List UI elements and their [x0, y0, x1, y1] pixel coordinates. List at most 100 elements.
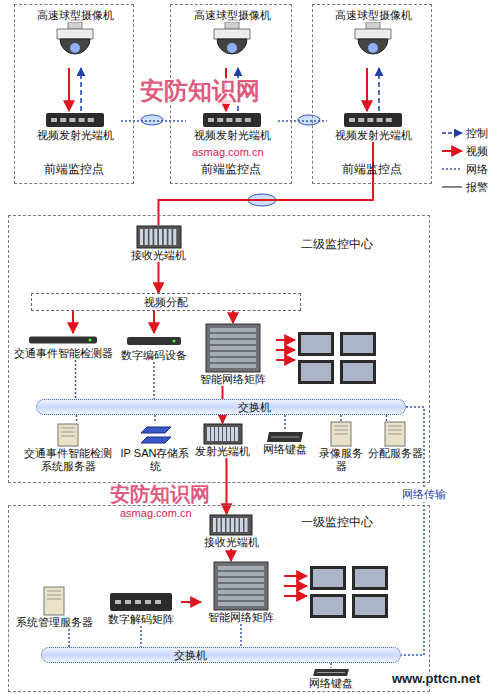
watermark: asmag.com.cn	[120, 507, 192, 519]
legend-samples	[442, 133, 462, 187]
detection-server: 交通事件智能检测系统服务器	[19, 423, 117, 473]
device-label: 交通事件智能检测器	[14, 347, 113, 360]
flat-icon	[28, 333, 98, 347]
network-keyboard: 网络键盘	[301, 668, 361, 690]
connector	[181, 601, 201, 603]
monitor-wall	[310, 566, 388, 618]
watermark: asmag.com.cn	[192, 146, 264, 158]
rack-icon	[213, 561, 269, 611]
device-label: 视频发射光端机	[335, 129, 412, 142]
optic-icon	[45, 111, 105, 129]
network-matrix: 智能网络矩阵	[193, 323, 273, 386]
device-label: 发射光端机	[195, 445, 250, 458]
connector	[237, 68, 239, 111]
server-icon	[327, 421, 355, 447]
device-label: 系统管理服务器	[16, 616, 93, 629]
distribution-server: 分配服务器	[367, 421, 423, 460]
digital-encoder: 数字编码设备	[119, 333, 189, 362]
network-switch-bar: 交换机	[41, 647, 401, 663]
connector	[340, 415, 342, 421]
connector	[72, 311, 74, 333]
ip-san-storage: IP SAN存储系统	[117, 423, 193, 473]
connector	[278, 120, 327, 122]
device-label: 交通事件智能检测系统服务器	[19, 447, 117, 473]
device-label: 高速球型摄像机	[37, 9, 114, 22]
device-label: 智能网络矩阵	[200, 373, 266, 386]
decoding-matrix: 数字解码矩阵	[101, 591, 181, 626]
connector	[284, 415, 286, 431]
video-distribution-box: 视频分配	[31, 293, 301, 311]
edge-label: 网络传输	[400, 487, 448, 502]
connector	[68, 629, 70, 647]
optical-transmitter: 视频发射光端机	[186, 111, 278, 142]
legend-text: 网络	[466, 162, 488, 176]
device-label: 视频发射光端机	[194, 129, 271, 142]
device-label: 高速球型摄像机	[194, 9, 271, 22]
watermark: 安防知识网	[140, 78, 260, 104]
recv-icon	[203, 423, 243, 445]
optic-icon	[343, 111, 403, 129]
device-label: 网络键盘	[309, 677, 353, 690]
network-matrix: 智能网络矩阵	[201, 561, 281, 624]
network-switch-bar: 交换机	[36, 399, 406, 415]
connector	[366, 68, 368, 111]
connector	[386, 415, 388, 421]
keyboard-icon	[265, 431, 305, 443]
connector	[330, 663, 332, 668]
monitor-point-region: 前端监控点高速球型摄像机视频发射光端机	[170, 4, 292, 184]
server-icon	[53, 423, 83, 447]
device-label: 数字解码矩阵	[108, 613, 174, 626]
network-keyboard: 网络键盘	[259, 431, 311, 456]
region-title: 前端监控点	[313, 163, 431, 176]
rack-icon	[205, 323, 261, 373]
storage-icon	[137, 423, 173, 447]
recv-icon	[209, 514, 253, 536]
management-server: 系统管理服务器	[11, 586, 97, 629]
connector	[154, 415, 156, 423]
connector	[140, 626, 142, 647]
camera-icon	[53, 22, 97, 68]
recording-server: 录像服务器	[315, 421, 367, 473]
optical-transmitter: 视频发射光端机	[327, 111, 419, 142]
first-level-center: 一级监控中心接收光端机系统管理服务器数字解码矩阵智能网络矩阵交换机网络键盘	[8, 505, 430, 692]
device-label: 高速球型摄像机	[335, 9, 412, 22]
optic-icon	[202, 111, 262, 129]
connector	[158, 262, 160, 293]
monitor-point-region: 前端监控点 高速球型摄像机视频发射光端机	[14, 4, 134, 184]
connector	[68, 68, 70, 111]
connector	[225, 68, 227, 111]
connector	[75, 360, 77, 399]
second-level-center: 二级监控中心接收光端机视频分配交通事件智能检测器数字编码设备智能网络矩阵交换机交…	[8, 215, 430, 483]
device-label: 数字编码设备	[121, 349, 187, 362]
monitor-point-region: 前端监控点 高速球型摄像机视频发射光端机	[312, 4, 432, 184]
device-label: 录像服务器	[315, 447, 367, 473]
network-cloud	[141, 115, 320, 206]
dome-camera: 高速球型摄像机	[182, 9, 282, 68]
camera-icon	[210, 22, 254, 68]
device-label: 视频发射光端机	[37, 129, 114, 142]
server-icon	[39, 586, 69, 616]
device-label: 智能网络矩阵	[208, 611, 274, 624]
legend-text: 报警	[466, 180, 488, 194]
connector	[121, 120, 186, 122]
connector	[378, 68, 380, 111]
connector	[76, 415, 78, 423]
keyboard-icon	[311, 668, 351, 677]
recv-icon	[136, 225, 182, 249]
optic-icon	[109, 591, 173, 613]
video-to-monitor-arrows	[276, 340, 307, 596]
connector	[230, 549, 232, 561]
dome-camera: 高速球型摄像机	[323, 9, 423, 68]
optical-transmitter: 发射光端机	[193, 423, 252, 458]
region-title: 前端监控点	[15, 163, 133, 176]
device-label: 网络键盘	[263, 443, 307, 456]
monitor-wall	[298, 332, 376, 384]
server-icon	[381, 421, 409, 447]
legend-text: 控制	[466, 126, 488, 140]
dome-camera: 高速球型摄像机	[25, 9, 125, 68]
legend-text: 视频	[466, 144, 488, 158]
connector	[232, 311, 234, 323]
connector	[240, 624, 242, 647]
flat-icon	[126, 333, 182, 349]
